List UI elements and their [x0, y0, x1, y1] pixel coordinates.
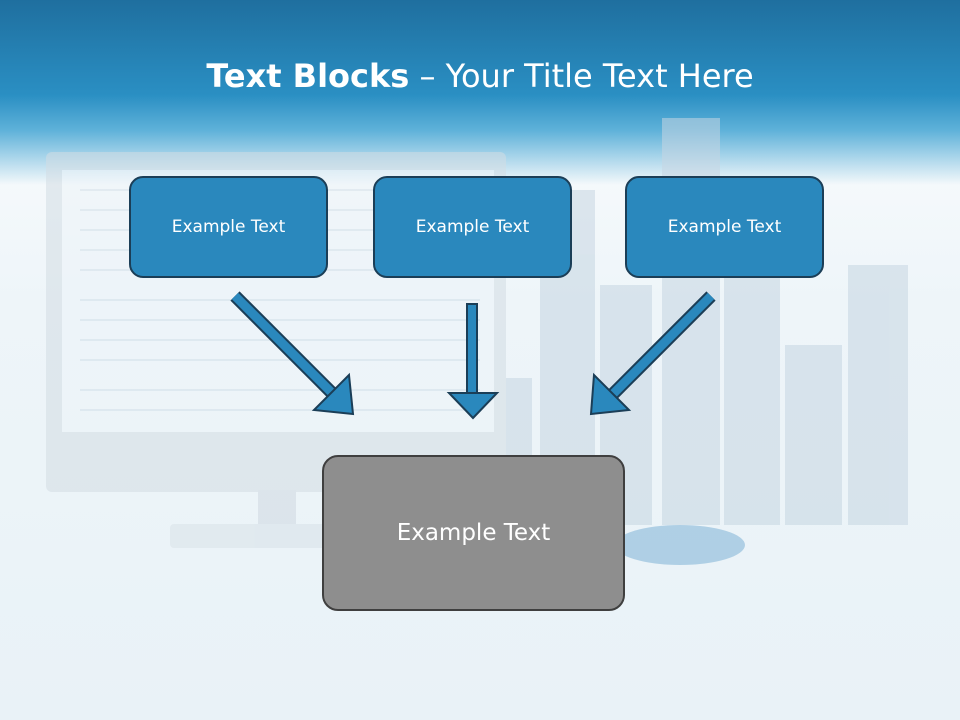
- text-block-middle: Example Text: [373, 176, 572, 278]
- text-block-right-label: Example Text: [667, 217, 782, 237]
- bg-pie: [615, 525, 745, 565]
- title-rest: – Your Title Text Here: [409, 57, 754, 95]
- text-block-center: Example Text: [322, 455, 625, 611]
- text-block-right: Example Text: [625, 176, 824, 278]
- text-block-left: Example Text: [129, 176, 328, 278]
- arrow-down-icon: [446, 303, 500, 420]
- page-title: Text Blocks – Your Title Text Here: [0, 56, 960, 96]
- text-block-middle-label: Example Text: [415, 217, 530, 237]
- text-block-center-label: Example Text: [396, 520, 551, 546]
- bg-bar: [848, 265, 908, 525]
- text-block-left-label: Example Text: [171, 217, 286, 237]
- title-bold: Text Blocks: [206, 57, 410, 95]
- bg-monitor-neck: [258, 490, 296, 526]
- bg-bar: [785, 345, 842, 525]
- bg-bar: [724, 270, 780, 525]
- arrow-down-left-icon: [589, 291, 716, 416]
- arrow-down-right-icon: [230, 291, 355, 416]
